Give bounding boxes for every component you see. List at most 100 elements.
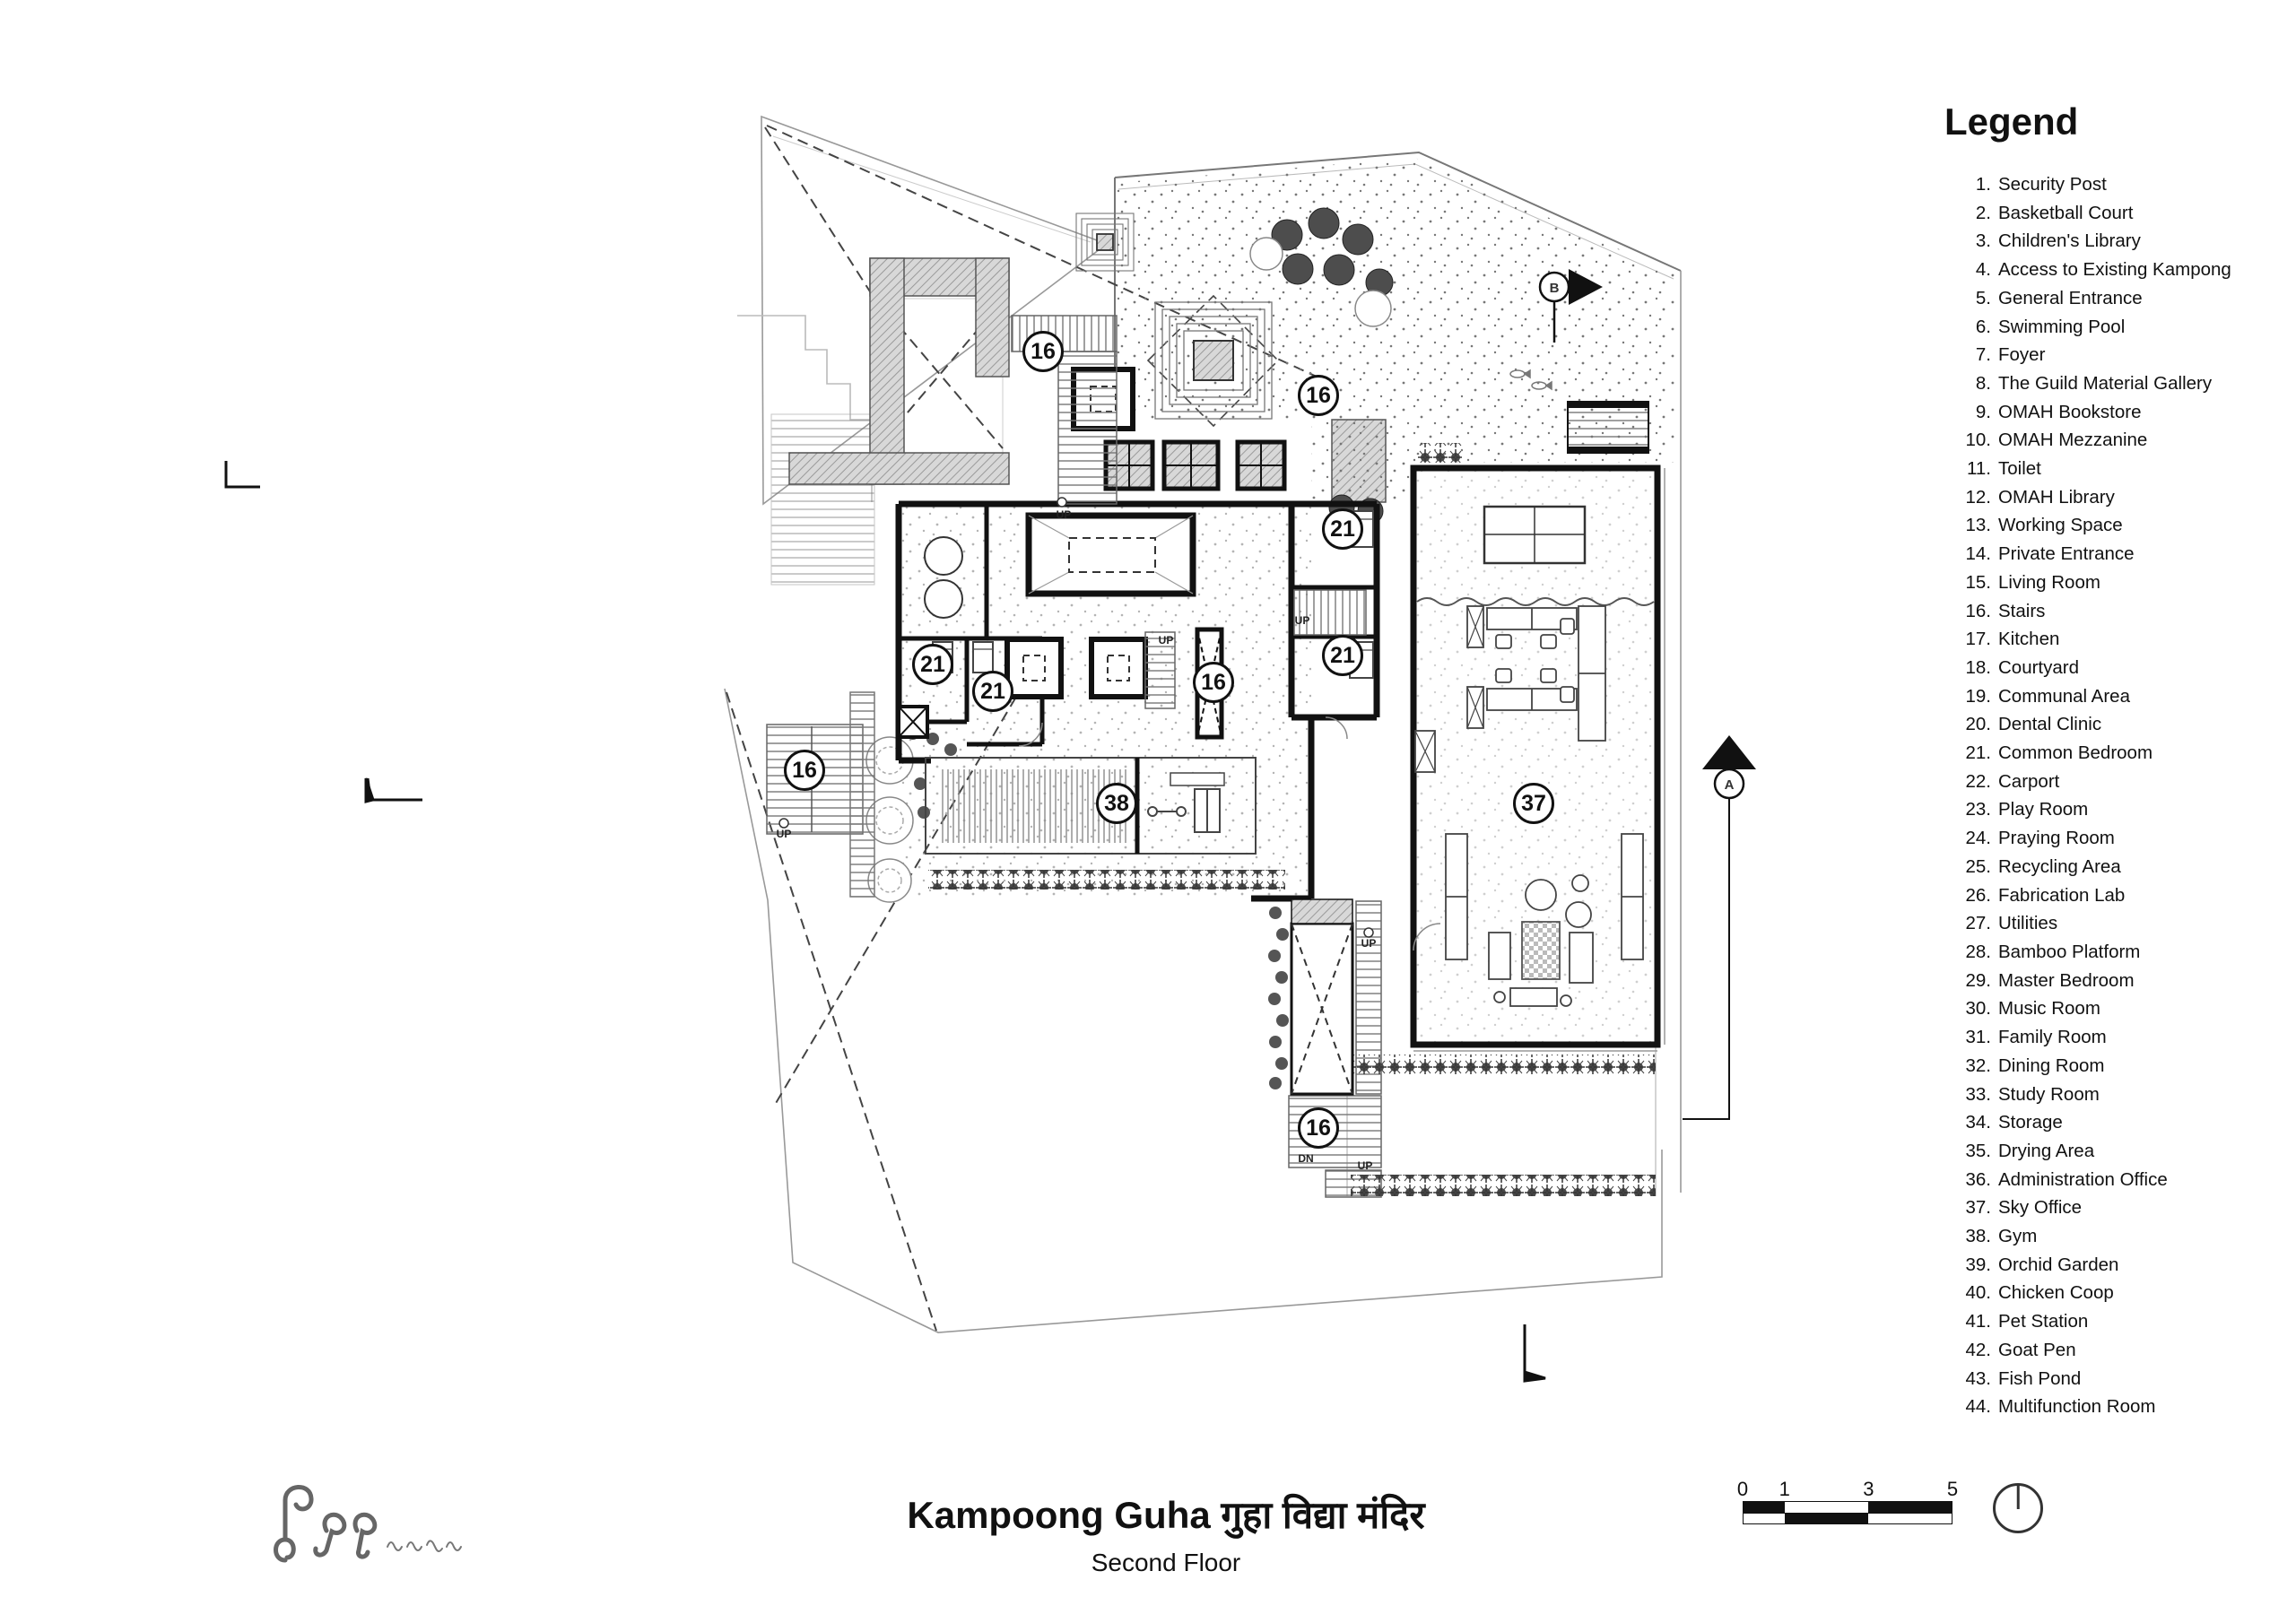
legend-item-number: 10.: [1965, 430, 1992, 451]
legend-item-number: 15.: [1965, 571, 1992, 593]
legend-item: 24. Praying Room: [1944, 824, 2296, 853]
room-number-badge: 16: [1298, 1107, 1339, 1149]
plant-column: [1268, 907, 1289, 1089]
corner-marks: [224, 461, 1546, 1383]
legend-item-number: 6.: [1975, 316, 1991, 337]
legend-item: 19.Communal Area: [1944, 682, 2296, 711]
legend-item: 29.Master Bedroom: [1944, 967, 2296, 995]
legend-item-number: 4.: [1975, 259, 1991, 281]
legend-item-number: 31.: [1965, 1027, 1992, 1048]
legend-item: 16.Stairs: [1944, 597, 2296, 626]
legend-item-number: 9.: [1975, 401, 1991, 422]
legend-item-label: Living Room: [1998, 571, 2100, 593]
lounge: [1488, 874, 1594, 1007]
legend-item: 36.Administration Office: [1944, 1166, 2296, 1194]
legend-item-number: 8.: [1975, 372, 1991, 394]
trees-light: [865, 237, 1392, 903]
legend-item-number: 25.: [1965, 855, 1992, 877]
legend-item: 4. Access to Existing Kampong: [1944, 256, 2296, 284]
legend-item: 30. Music Room: [1944, 994, 2296, 1023]
legend-item-label: OMAH Mezzanine: [1998, 430, 2148, 451]
room-number-badge: 16: [1022, 331, 1064, 372]
legend-item: 21.Common Bedroom: [1944, 739, 2296, 768]
legend-item: 42.Goat Pen: [1944, 1336, 2296, 1365]
legend-item-number: 30.: [1965, 998, 1992, 1020]
room-number-badge: 21: [912, 644, 953, 685]
floor-label: Second Floor: [1091, 1549, 1241, 1576]
legend-item: 38.Gym: [1944, 1222, 2296, 1251]
legend-item-label: Music Room: [1998, 998, 2100, 1020]
scale-bar-row: [1743, 1513, 1952, 1524]
gym-deck: [925, 757, 1257, 855]
section-marker-a: A: [1683, 735, 1756, 1120]
legend-item: 44.Multifunction Room: [1944, 1393, 2296, 1421]
legend-item-number: 33.: [1965, 1083, 1992, 1105]
legend-item-number: 23.: [1965, 799, 1992, 820]
legend-item-label: Security Post: [1998, 174, 2107, 195]
legend-item-label: Praying Room: [1998, 828, 2115, 849]
legend-item-number: 39.: [1965, 1254, 1992, 1275]
legend-item-number: 19.: [1965, 685, 1992, 707]
courtyard-mat-large: [1154, 301, 1273, 420]
legend-item: 10. OMAH Mezzanine: [1944, 426, 2296, 455]
studio-logo: [274, 1485, 462, 1563]
legend-item-label: Study Room: [1998, 1083, 2100, 1105]
legend-item-label: General Entrance: [1998, 287, 2143, 308]
legend-item-number: 22.: [1965, 770, 1992, 792]
legend-item-label: Foyer: [1998, 344, 2046, 366]
void-shaft: [1290, 898, 1354, 1096]
scale-tick-label: 3: [1863, 1478, 1874, 1500]
legend-item-label: Dental Clinic: [1998, 714, 2102, 735]
legend-item: 28.Bamboo Platform: [1944, 938, 2296, 967]
legend-item-label: Access to Existing Kampong: [1998, 259, 2231, 281]
room-number-badge: 38: [1096, 783, 1137, 824]
legend-item: 27.Utilities: [1944, 909, 2296, 938]
legend-item-label: Orchid Garden: [1998, 1254, 2119, 1275]
legend-item: 3.Children's Library: [1944, 227, 2296, 256]
legend-item-number: 36.: [1965, 1168, 1992, 1190]
legend-item: 8.The Guild Material Gallery: [1944, 369, 2296, 398]
legend-item-label: Carport: [1998, 770, 2060, 792]
legend-item-number: 38.: [1965, 1226, 1992, 1247]
legend-item-number: 2.: [1975, 202, 1991, 223]
scale-bar-segment: [1785, 1502, 1869, 1513]
legend-item-number: 42.: [1965, 1339, 1992, 1360]
legend-item-number: 3.: [1975, 230, 1991, 252]
stair-direction-label: UP: [776, 828, 792, 840]
planter-louver: [1567, 401, 1649, 454]
scale-bar-rows: [1743, 1501, 1952, 1524]
legend-item: 6. Swimming Pool: [1944, 313, 2296, 342]
legend-item-label: Toilet: [1998, 458, 2041, 480]
legend-item: 33. Study Room: [1944, 1081, 2296, 1109]
stair-direction-label: UP: [1056, 508, 1072, 521]
legend-item-number: 37.: [1965, 1197, 1992, 1219]
north-compass: [1993, 1483, 2043, 1533]
legend-item-number: 12.: [1965, 486, 1992, 508]
legend-item: 32.Dining Room: [1944, 1052, 2296, 1081]
legend-item-label: OMAH Library: [1998, 486, 2115, 508]
legend-item: 39. Orchid Garden: [1944, 1251, 2296, 1280]
stair-direction-label: UP: [1158, 634, 1174, 647]
room-number-badge: 21: [1322, 635, 1363, 676]
legend-item-number: 21.: [1965, 742, 1992, 764]
legend-item-label: Swimming Pool: [1998, 316, 2126, 337]
stair-up-flags: [778, 497, 1374, 938]
legend-item: 13.Working Space: [1944, 511, 2296, 540]
legend-item-number: 43.: [1965, 1367, 1992, 1389]
section-marker-a-label: A: [1725, 777, 1735, 793]
legend-item-number: 24.: [1965, 828, 1992, 849]
scale-tick-label: 5: [1946, 1478, 1959, 1500]
drawing-title: Kampoong Guha गुहा विद्या मंदिर: [610, 1488, 1722, 1540]
legend-item-number: 35.: [1965, 1140, 1992, 1161]
legend-item-label: Pet Station: [1998, 1311, 2089, 1332]
legend-item-label: Chicken Coop: [1998, 1282, 2114, 1304]
legend-item-number: 26.: [1965, 884, 1992, 906]
legend-item: 2.Basketball Court: [1944, 199, 2296, 228]
legend-item-number: 7.: [1975, 344, 1991, 366]
door-arcs: [1018, 716, 1441, 951]
hatched-skylights: [1103, 439, 1287, 491]
louver-strips: [849, 691, 875, 898]
